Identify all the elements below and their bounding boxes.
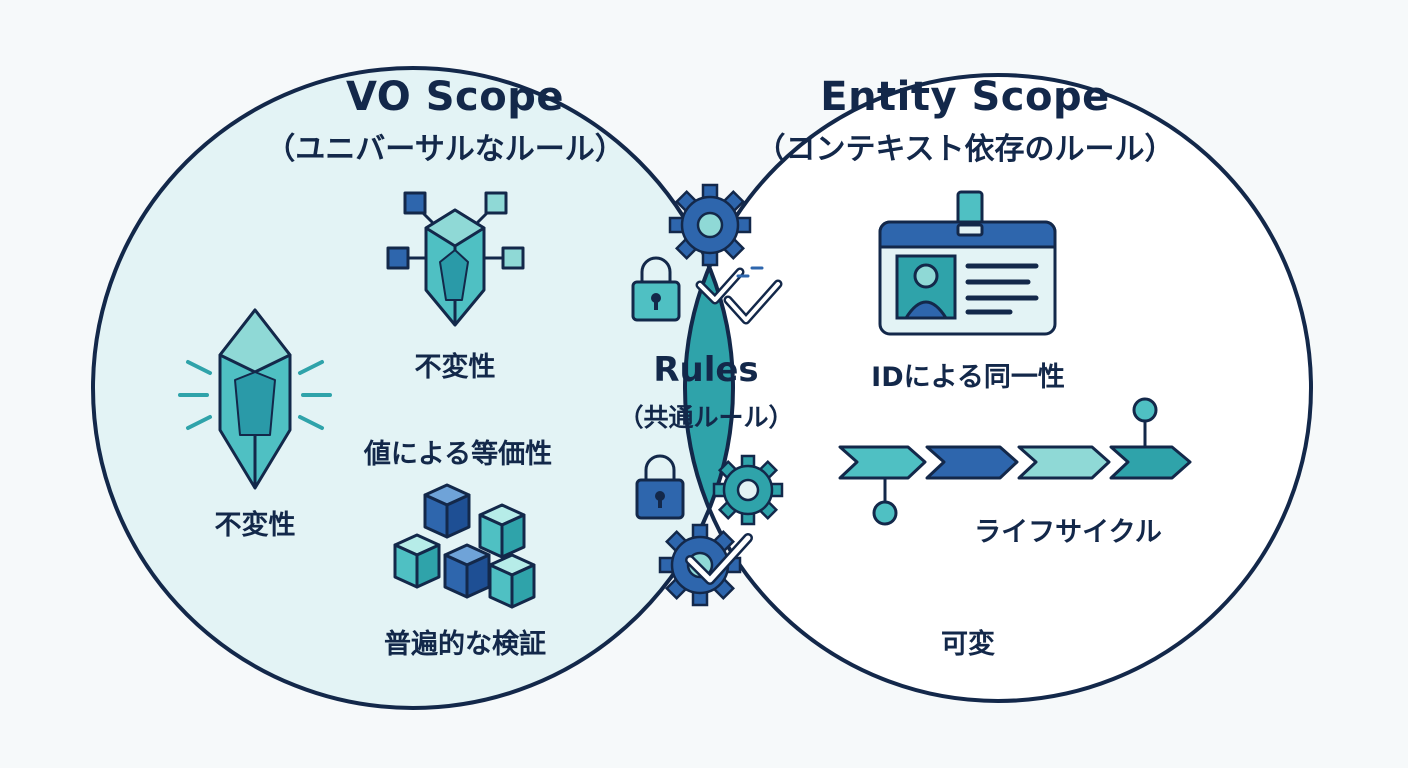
gear-icon [712,454,784,526]
cube-stack-icon [393,483,536,609]
entity-item-lifecycle: ライフサイクル [974,517,1162,548]
vo-item-value-equality: 値による等価性 [363,439,553,470]
entity-scope-title: Entity Scope [820,74,1110,120]
vo-item-immutability-left: 不変性 [214,510,296,541]
entity-circle [685,75,1311,701]
crystal-network-icon [386,191,525,327]
padlock-icon [635,454,685,520]
entity-item-identity: IDによる同一性 [871,362,1065,393]
vo-item-universal-validation: 普遍的な検証 [384,629,546,660]
vo-scope-subtitle: （ユニバーサルなルール） [265,132,625,167]
id-badge-icon [878,190,1057,336]
checkmark-icon [695,266,783,325]
timeline-icon [838,397,1192,526]
vo-item-immutability-top: 不変性 [414,352,496,383]
vo-scope-title: VO Scope [346,74,564,120]
checkmark-icon [685,533,753,585]
entity-item-mutable: 可変 [941,629,995,660]
shared-rules-title: Rules [653,350,759,390]
padlock-icon [631,256,681,322]
shared-rules-subtitle: （共通ルール） [618,403,794,432]
vo-circle [93,68,733,708]
entity-scope-subtitle: （コンテキスト依存のルール） [755,132,1175,167]
gear-icon [658,523,742,607]
crystal-icon [178,308,332,490]
gear-icon [668,183,752,267]
